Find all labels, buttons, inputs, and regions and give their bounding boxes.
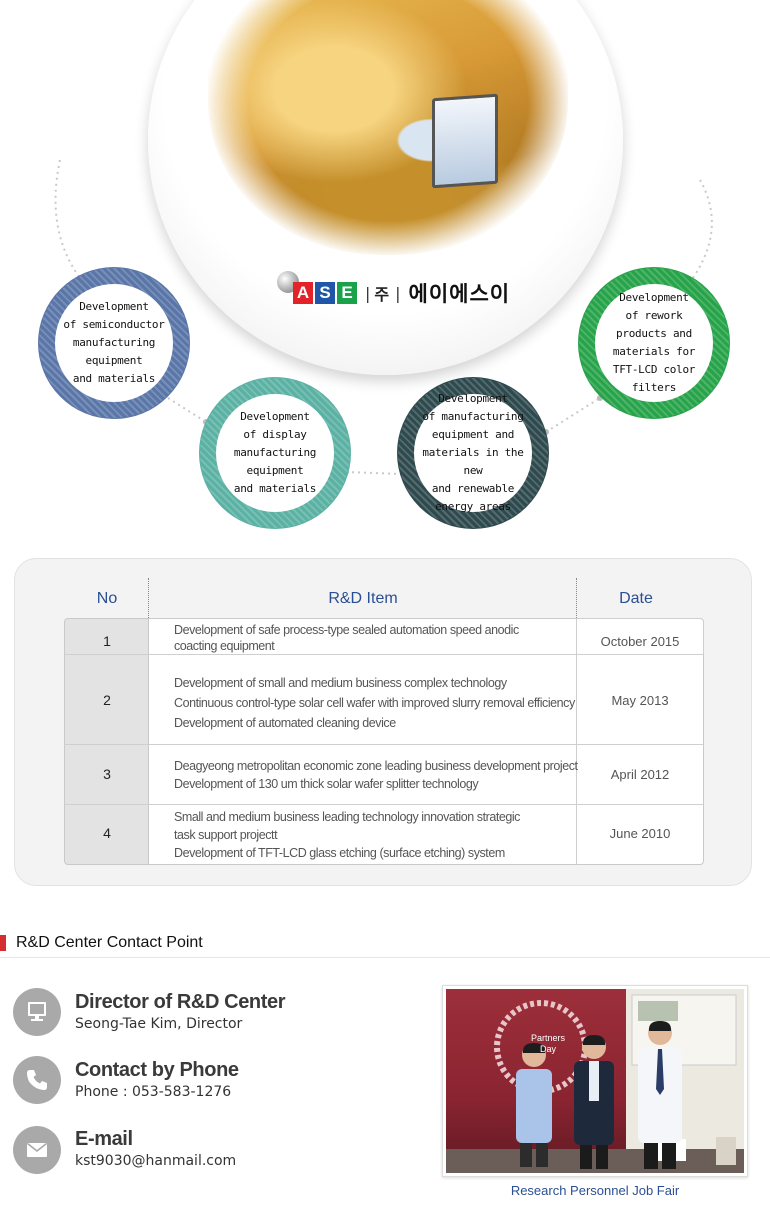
logo-letter-e: E	[337, 282, 357, 304]
table-row-date: May 2013	[611, 693, 669, 708]
table-row-item: Deagyeong metropolitan economic zone lea…	[174, 757, 578, 793]
row-divider	[64, 744, 704, 745]
job-fair-photo: Partners Day	[446, 989, 744, 1173]
item-line: Development of 130 um thick solar wafer …	[174, 777, 479, 791]
item-line: coacting equipment	[174, 639, 275, 653]
item-line: Development of TFT-LCD glass etching (su…	[174, 846, 505, 860]
item-line: Continuous control-type solar cell wafer…	[174, 696, 575, 710]
item-line: Development of safe process-type sealed …	[174, 623, 519, 637]
logo-separator: |	[365, 283, 371, 303]
ring-label: Development of rework products and mater…	[612, 291, 696, 394]
table-row-no: 2	[103, 692, 111, 708]
row-divider	[64, 654, 704, 655]
item-line: task support projectt	[174, 828, 278, 842]
company-logo: A S E | 주 | 에이에스이	[293, 281, 511, 306]
header-item: R&D Item	[328, 590, 398, 607]
job-fair-photo-frame: Partners Day	[442, 985, 748, 1177]
ring-label: Development of display manufacturing equ…	[233, 410, 317, 495]
contact-detail-director: Seong-Tae Kim, Director	[75, 1016, 243, 1032]
table-row-item: Development of safe process-type sealed …	[174, 622, 574, 654]
table-row-no: 3	[103, 766, 111, 782]
contact-title-phone: Contact by Phone	[75, 1059, 239, 1081]
logo-letter-s: S	[315, 282, 335, 304]
ring-inner: Development of rework products and mater…	[595, 284, 713, 402]
contact-title-email: E-mail	[75, 1128, 133, 1150]
envelope-icon	[13, 1126, 61, 1174]
logo-corp-mark: 주	[374, 285, 390, 304]
table-row-date: June 2010	[609, 826, 671, 841]
ring-inner: Development of display manufacturing equ…	[216, 394, 334, 512]
date-box	[576, 618, 704, 655]
ring-inner: Development of manufacturing equipment a…	[414, 392, 532, 513]
ring-label: Development of manufacturing equipment a…	[422, 392, 524, 513]
monitor-illustration	[432, 93, 498, 189]
item-line: Development of small and medium business…	[174, 676, 507, 690]
section-marker	[0, 935, 6, 951]
logo-separator-2: |	[395, 283, 401, 303]
logo-korean-name: 에이에스이	[408, 282, 511, 306]
ring-inner: Development of semiconductor manufacturi…	[55, 284, 173, 402]
item-line: Deagyeong metropolitan economic zone lea…	[174, 759, 578, 773]
logo-letter-a: A	[293, 282, 313, 304]
table-row-no: 4	[103, 825, 111, 841]
table-row-no: 1	[103, 633, 111, 649]
table-row-date: April 2012	[610, 767, 670, 782]
section-rule	[0, 957, 770, 958]
banner-text: Partners Day	[530, 1033, 565, 1054]
contact-detail-email[interactable]: kst9030@hanmail.com	[75, 1153, 237, 1169]
ring-renewable-energy: Development of manufacturing equipment a…	[398, 378, 548, 528]
ring-tft-lcd: Development of rework products and mater…	[579, 268, 729, 418]
header-no: No	[96, 590, 118, 607]
phone-icon	[13, 1056, 61, 1104]
hero-section: A S E | 주 | 에이에스이 Development of semicon…	[0, 0, 770, 540]
header-divider	[148, 578, 149, 618]
monitor-icon	[13, 988, 61, 1036]
section-title-text: R&D Center Contact Point	[16, 934, 203, 951]
table-row-item: Development of small and medium business…	[174, 673, 575, 733]
contact-section-title: R&D Center Contact Point	[0, 932, 203, 954]
table-row-item: Small and medium business leading techno…	[174, 808, 574, 862]
contact-detail-phone[interactable]: Phone : 053-583-1276	[75, 1084, 232, 1100]
ring-semiconductor: Development of semiconductor manufacturi…	[39, 268, 189, 418]
ring-label: Development of semiconductor manufacturi…	[63, 300, 165, 385]
item-line: Development of automated cleaning device	[174, 716, 396, 730]
photo-caption: Research Personnel Job Fair	[510, 1183, 680, 1198]
date-divider	[576, 655, 577, 865]
ring-display: Development of display manufacturing equ…	[200, 378, 350, 528]
cleanroom-photo	[208, 0, 568, 255]
table-body	[148, 618, 704, 865]
table-row-date: October 2015	[600, 634, 680, 649]
item-line: Small and medium business leading techno…	[174, 810, 520, 824]
header-date: Date	[619, 590, 653, 607]
contact-title-director: Director of R&D Center	[75, 991, 286, 1013]
header-divider	[576, 578, 577, 618]
row-divider	[64, 804, 704, 805]
